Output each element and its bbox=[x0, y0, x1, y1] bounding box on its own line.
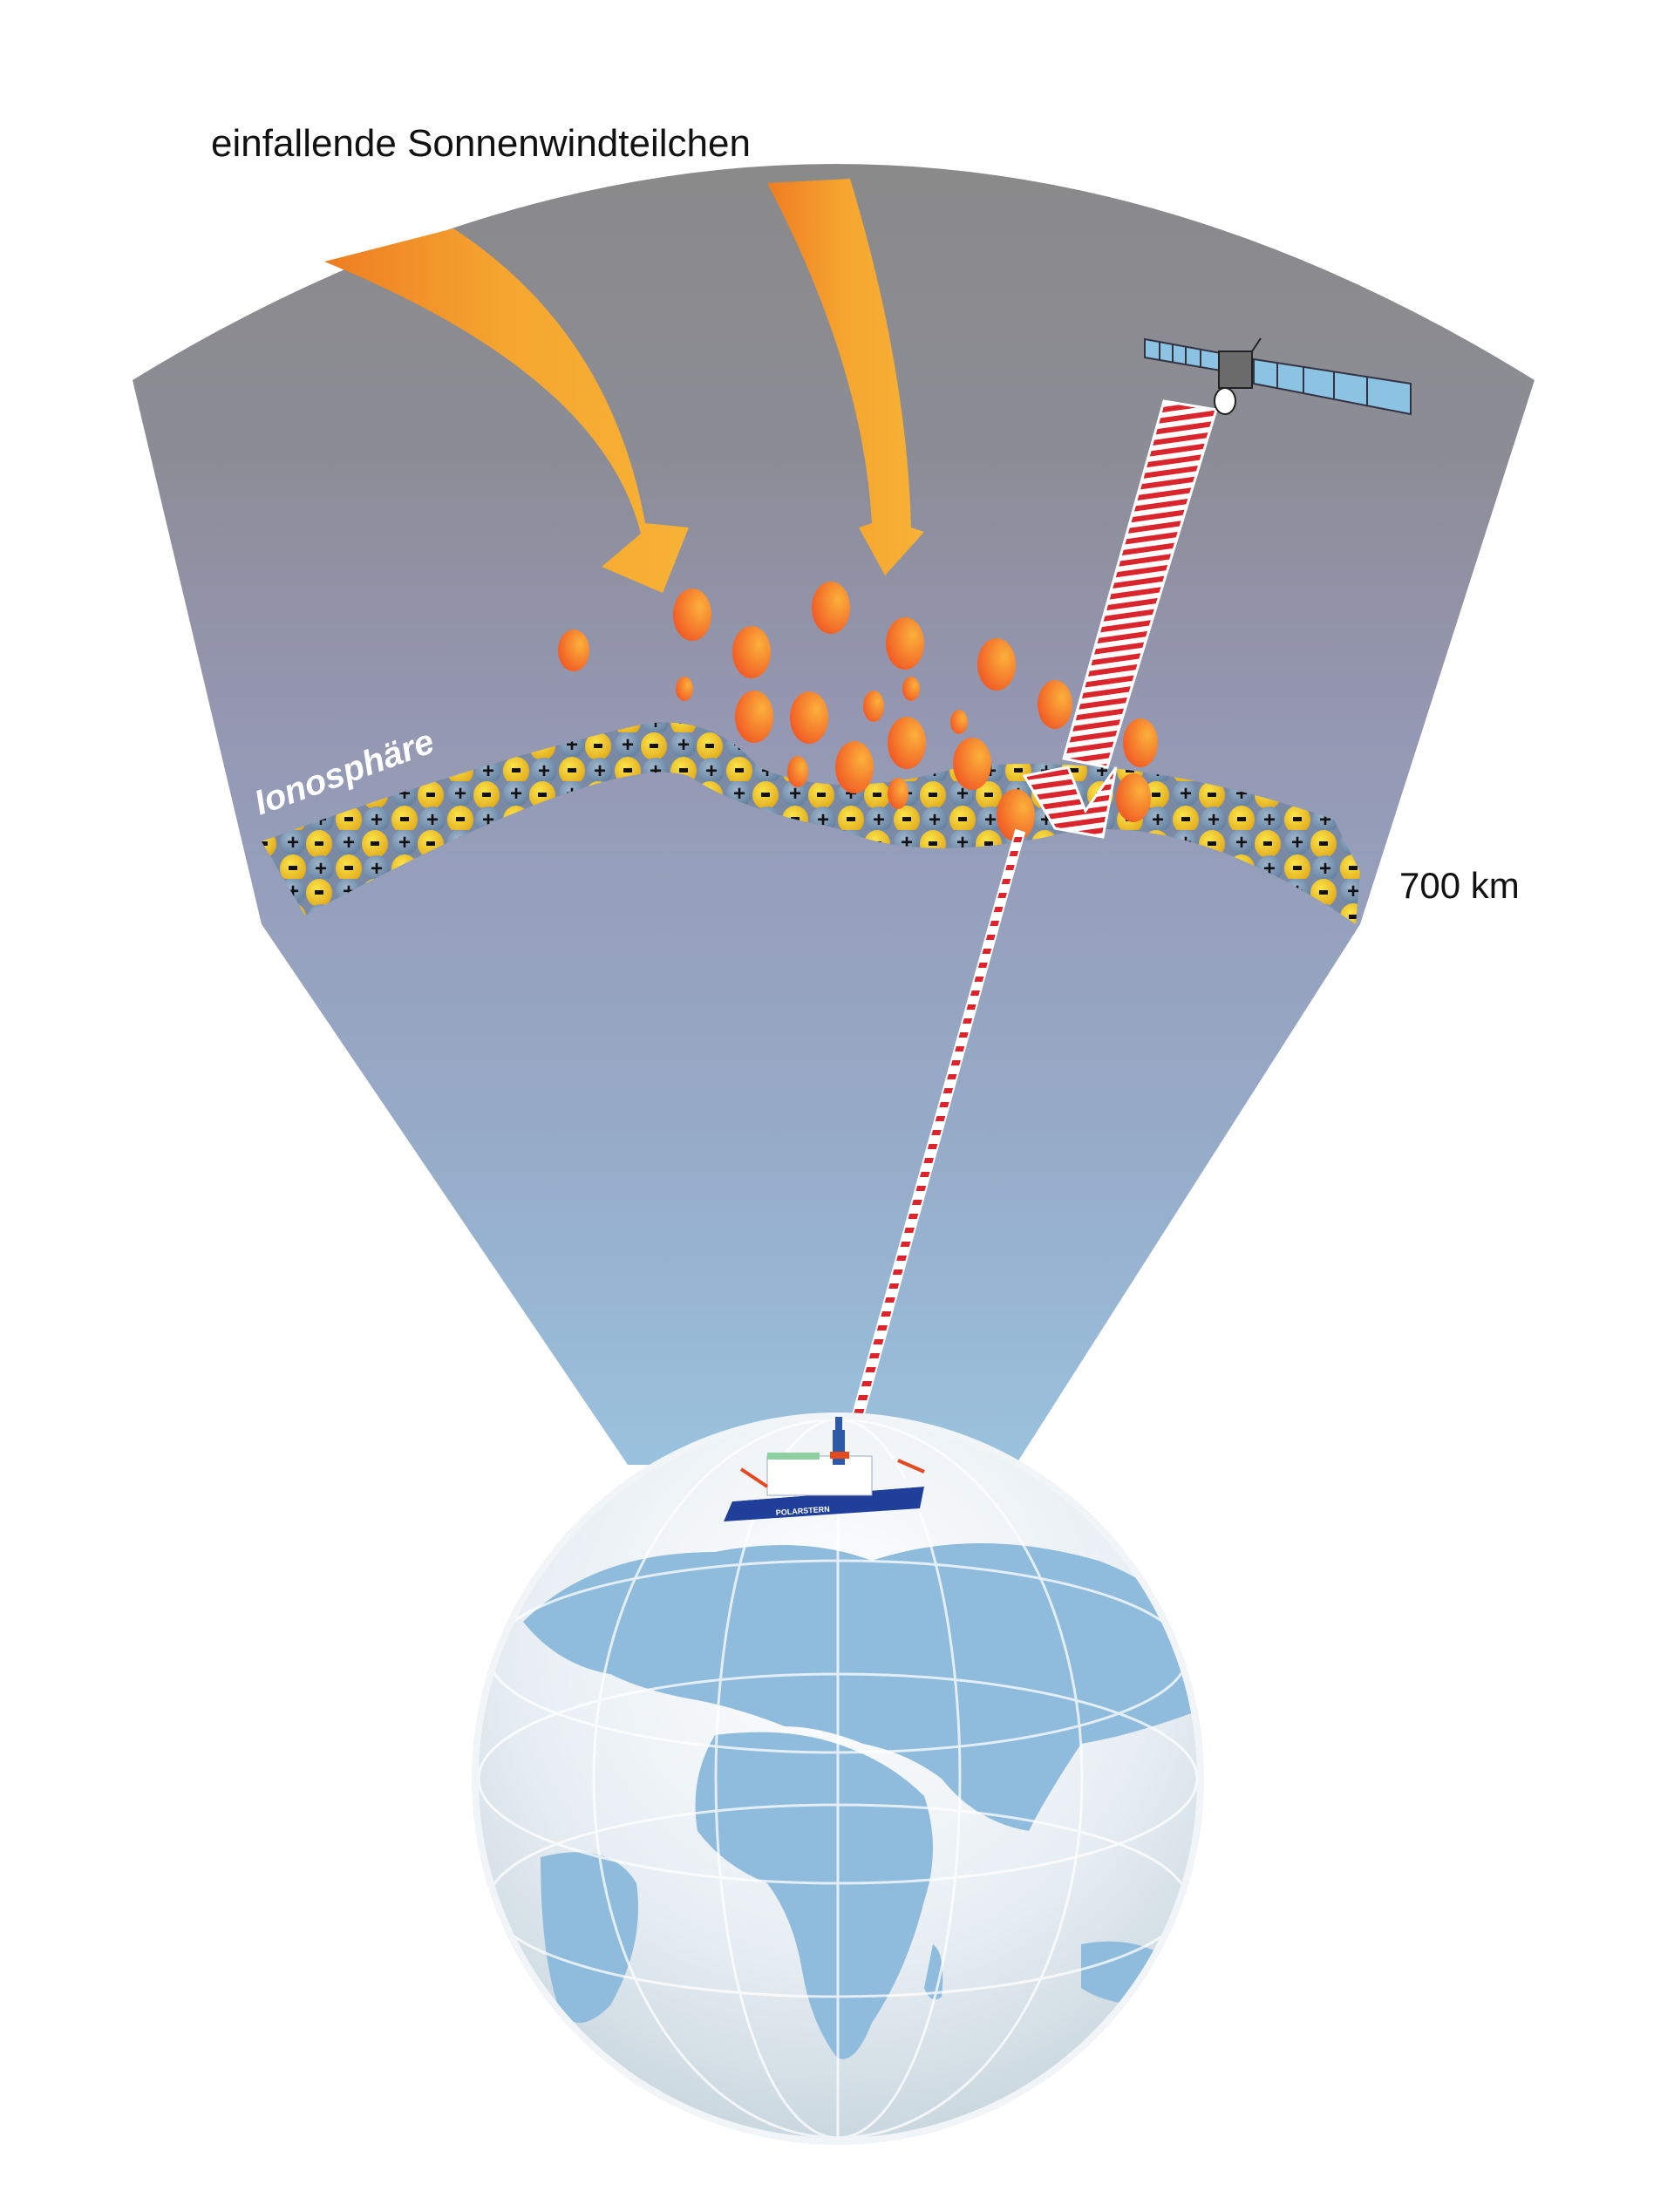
signal-beam bbox=[851, 399, 1218, 1419]
satellite-body bbox=[1218, 351, 1253, 389]
solar-wind-arrow-right bbox=[767, 179, 924, 575]
satellite-dish bbox=[1214, 387, 1236, 415]
ship-hull bbox=[724, 1487, 924, 1521]
globe bbox=[472, 1412, 1204, 2145]
solar-wind-arrow-left bbox=[324, 228, 689, 593]
ionosphere-band bbox=[262, 722, 1360, 924]
continents bbox=[523, 1543, 1197, 2059]
diagram-title: einfallende Sonnenwindteilchen bbox=[211, 122, 751, 165]
solar-wind-particles bbox=[558, 582, 1158, 841]
satellite bbox=[1144, 337, 1412, 416]
solar-panel-right bbox=[1253, 357, 1412, 416]
ship-polarstern: POLARSTERN bbox=[724, 1417, 925, 1521]
altitude-label: 700 km bbox=[1399, 865, 1520, 906]
ship-name: POLARSTERN bbox=[775, 1505, 830, 1517]
